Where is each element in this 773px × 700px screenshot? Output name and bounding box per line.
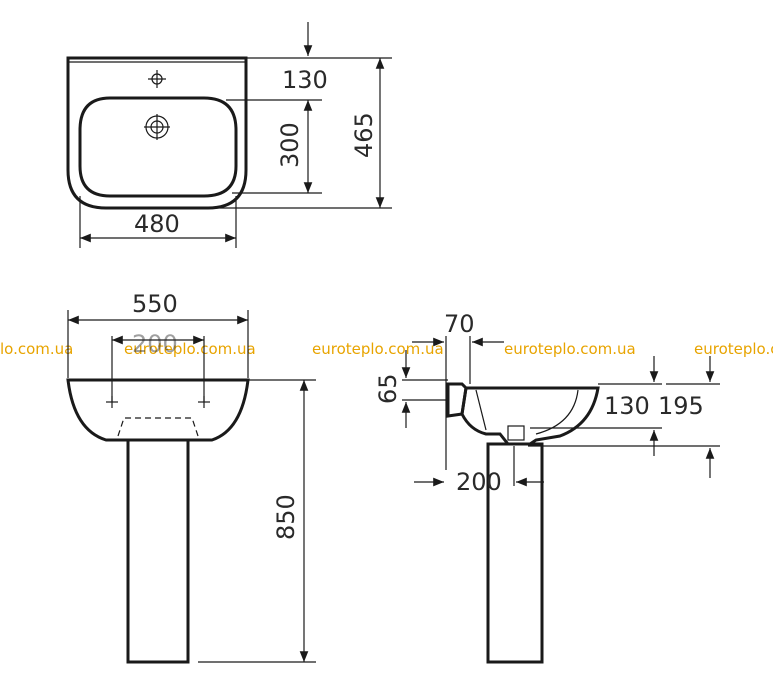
dim-pedestal-offset: 200: [456, 468, 502, 496]
basin-outline-top: [66, 56, 248, 210]
basin-outline-front: [66, 378, 250, 442]
watermark: euroteplo.com.ua: [504, 340, 636, 358]
front-view: 550 200 850: [66, 290, 316, 664]
dim-bowl-depth: 300: [276, 122, 304, 168]
pedestal-front: [126, 438, 190, 664]
dim-waste-height: 130: [604, 392, 650, 420]
dim-width-top: 480: [134, 210, 180, 238]
watermark: euroteplo.com.ua: [694, 340, 773, 358]
watermark: lo.com.ua: [0, 340, 73, 358]
dim-hole-spacing: 200: [132, 330, 178, 358]
dim-total-height-top: 465: [350, 112, 378, 158]
dim-wall-gap: 70: [444, 310, 475, 338]
watermarks: lo.com.ua euroteplo.com.ua euroteplo.com…: [0, 340, 773, 358]
mounting-hole-symbol: [106, 396, 210, 408]
dim-height-front: 850: [272, 494, 300, 540]
dim-tap-offset: 130: [282, 66, 328, 94]
dim-width-front: 550: [132, 290, 178, 318]
drain-symbol: [144, 114, 170, 140]
top-view: 480 130 300 465: [66, 22, 392, 248]
tap-hole-symbol: [148, 70, 166, 88]
watermark: euroteplo.com.ua: [312, 340, 444, 358]
dim-rim-to-waste: 195: [658, 392, 704, 420]
bowl-outline-top: [78, 96, 238, 198]
wall-bracket: [446, 382, 468, 418]
pedestal-side: [486, 442, 544, 664]
dim-bracket-height: 65: [374, 373, 402, 404]
side-view: 70 65 130 195 200: [374, 310, 720, 664]
watermark: euroteplo.com.ua: [124, 340, 256, 358]
